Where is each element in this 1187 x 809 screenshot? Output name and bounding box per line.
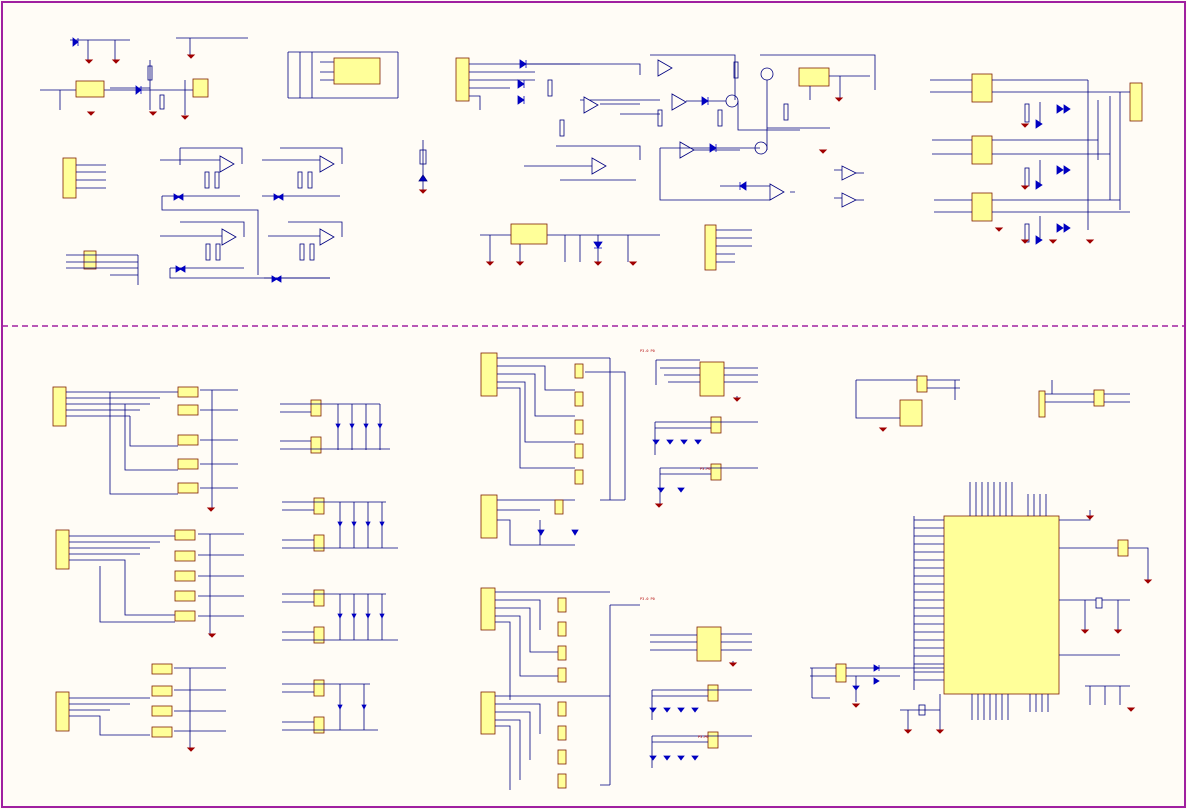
diode-icon [519, 59, 527, 69]
diode-icon [72, 37, 79, 47]
net-label: P3.0 P0 [640, 597, 655, 601]
optocoupler-input-group [52, 386, 244, 750]
connector-header-icon [55, 529, 70, 570]
opamp-group-left [160, 147, 343, 283]
ic-rect-icon [696, 626, 722, 662]
relay-output-group [480, 352, 640, 790]
channel-block-right [930, 73, 1143, 245]
diode-icon [173, 193, 184, 201]
connector-header-icon [62, 157, 77, 199]
net-label: P3.0 P0 [640, 349, 655, 353]
diode-icon [335, 423, 385, 710]
connector-header-icon [1129, 82, 1143, 122]
net-label: P3-P6 [698, 735, 709, 739]
diode-icon [537, 529, 579, 536]
diode-icon [273, 193, 284, 201]
driver-ic-group: P3.0 P0 P3.0 P0 P3-P6 P3-P6 [640, 349, 758, 768]
regulator-ic [75, 80, 105, 98]
diode-icon [1056, 104, 1071, 114]
ic-rect-icon [798, 67, 830, 87]
diode-icon [517, 79, 525, 89]
diode-icon [709, 143, 717, 153]
connector-header-icon [480, 691, 496, 735]
ic-rect-icon [971, 73, 993, 103]
opamp-triangle-icon [841, 165, 857, 181]
diode-icon [701, 96, 709, 106]
diode-icon [1056, 165, 1071, 175]
analog-amplifier-block [455, 54, 876, 208]
diode-icon [1035, 180, 1043, 190]
ground-symbol-icon [418, 97, 844, 266]
opamp-triangle-icon [591, 157, 607, 175]
diode-icon [852, 664, 880, 691]
ic-rect-icon [971, 135, 993, 165]
bottom-section: P3.0 P0 P3.0 P0 P3-P6 P3-P6 [52, 349, 1149, 790]
opamp-triangle-icon [319, 228, 335, 246]
opamp-triangle-icon [583, 96, 599, 114]
diode-icon [271, 275, 282, 283]
ic-block-top-center-left [287, 51, 399, 99]
power-supply-block [40, 37, 248, 115]
diode-icon [175, 265, 186, 273]
connector-header-icon [455, 57, 470, 102]
opamp-triangle-icon [671, 93, 687, 111]
diode-icon [1056, 223, 1071, 233]
diode-icon [1035, 235, 1043, 245]
net-label: P3-P6 [700, 467, 711, 471]
regulator-ic-2 [192, 78, 209, 98]
ground-symbol-icon [851, 427, 1153, 734]
connector-header-icon [704, 224, 717, 271]
diode-icon [135, 85, 142, 95]
mcu-block [810, 375, 1149, 730]
connector-header-icon [480, 352, 498, 397]
opamp-triangle-icon [219, 155, 235, 173]
ic-rect-icon [699, 361, 725, 397]
ic-rect-icon [510, 223, 548, 245]
diode-icon [649, 439, 702, 761]
regulator-block-bottom [480, 223, 752, 271]
diode-icon [1035, 119, 1043, 129]
connector-header-icon [1038, 390, 1046, 418]
diode-icon [517, 95, 525, 105]
ground-symbols [84, 54, 1153, 752]
opamp-triangle-icon [679, 141, 695, 159]
opamp-triangle-icon [769, 183, 785, 201]
diode-icon [739, 181, 747, 191]
connector-block-left [62, 157, 139, 285]
ground-symbol-icon [994, 123, 1095, 244]
connector-header-icon [480, 494, 498, 539]
test-point [418, 140, 428, 192]
connector-header-icon [480, 587, 496, 631]
ic-rect-icon [971, 192, 993, 222]
opamp-triangle-icon [657, 59, 673, 77]
ground-symbol-icon [186, 397, 742, 752]
opamp-triangle-icon [841, 192, 857, 208]
relay-coil-icon [554, 363, 584, 789]
protection-diode-arrays [280, 399, 398, 734]
microcontroller-icon [943, 515, 1060, 695]
connector-header-icon [55, 691, 70, 732]
ic-rect-icon [899, 399, 923, 427]
diode-icon [593, 241, 603, 249]
top-section [40, 37, 1143, 285]
connector-header-icon [52, 386, 67, 427]
opamp-triangle-icon [319, 155, 335, 173]
opamp-triangle-icon [221, 228, 237, 246]
optocoupler-icon [151, 386, 199, 738]
ground-symbol-icon [84, 54, 196, 120]
ic-rect-icon [333, 57, 381, 85]
